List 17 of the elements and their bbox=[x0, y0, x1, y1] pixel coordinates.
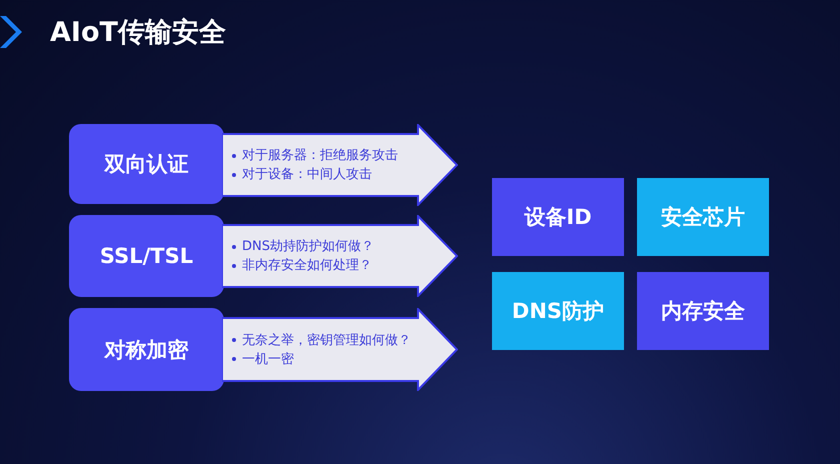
arrow-callout bbox=[222, 124, 458, 206]
topic-box: 对称加密 bbox=[69, 308, 224, 391]
feature-tile: 安全芯片 bbox=[637, 178, 769, 256]
arrow-callout bbox=[222, 215, 458, 297]
bullet-text: 一机一密 bbox=[242, 350, 294, 368]
bullet-text: 非内存安全如何处理？ bbox=[242, 257, 372, 275]
feature-tile: 设备ID bbox=[492, 178, 624, 256]
topic-box: 双向认证 bbox=[69, 124, 224, 204]
feature-tile: DNS防护 bbox=[492, 272, 624, 350]
bullet-text: DNS劫持防护如何做？ bbox=[242, 238, 374, 256]
bullet-text: 无奈之举，密钥管理如何做？ bbox=[242, 332, 411, 350]
topic-box: SSL/TSL bbox=[69, 215, 224, 297]
bullet-text: 对于设备：中间人攻击 bbox=[242, 166, 372, 184]
slide-title: AIoT传输安全 bbox=[50, 16, 226, 50]
feature-tile: 内存安全 bbox=[637, 272, 769, 350]
bullet-text: 对于服务器：拒绝服务攻击 bbox=[242, 147, 398, 165]
arrow-callout bbox=[222, 308, 458, 391]
